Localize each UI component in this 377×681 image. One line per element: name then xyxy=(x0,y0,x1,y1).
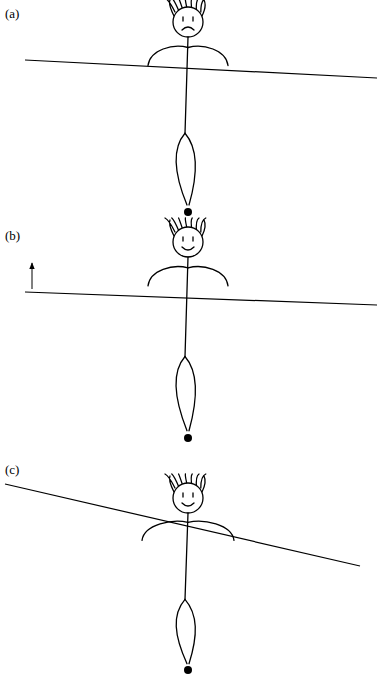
mouth xyxy=(182,247,194,250)
weight-ball xyxy=(184,208,192,216)
right-arm xyxy=(188,46,228,65)
right-leg xyxy=(185,599,195,663)
panel-figure xyxy=(25,0,377,216)
left-arm xyxy=(148,46,188,65)
left-leg xyxy=(176,599,187,663)
panel-label: (c) xyxy=(5,462,19,478)
right-leg xyxy=(185,133,195,205)
head xyxy=(173,227,203,257)
surface-line xyxy=(25,292,377,305)
panel-label: (b) xyxy=(5,228,20,244)
left-leg xyxy=(176,133,187,205)
weight-ball xyxy=(184,434,192,442)
panel-figure xyxy=(5,474,360,674)
head xyxy=(173,483,203,513)
mouth xyxy=(182,27,194,30)
right-leg xyxy=(185,357,195,431)
eyes xyxy=(183,17,193,21)
left-arm xyxy=(148,267,188,286)
torso xyxy=(185,37,188,133)
surface-line xyxy=(25,60,377,78)
surface-line xyxy=(5,484,360,566)
left-leg xyxy=(176,357,187,431)
weight-ball xyxy=(184,666,192,674)
torso xyxy=(185,257,188,357)
head xyxy=(173,7,203,37)
panel-label: (a) xyxy=(5,6,19,22)
torso xyxy=(185,513,188,599)
up-arrow xyxy=(32,263,33,289)
eyes xyxy=(183,493,193,497)
eyes xyxy=(183,237,193,241)
right-arm xyxy=(188,521,234,540)
panel-figure xyxy=(25,218,377,442)
mouth xyxy=(182,503,194,506)
left-arm xyxy=(142,521,188,540)
right-arm xyxy=(188,267,228,286)
